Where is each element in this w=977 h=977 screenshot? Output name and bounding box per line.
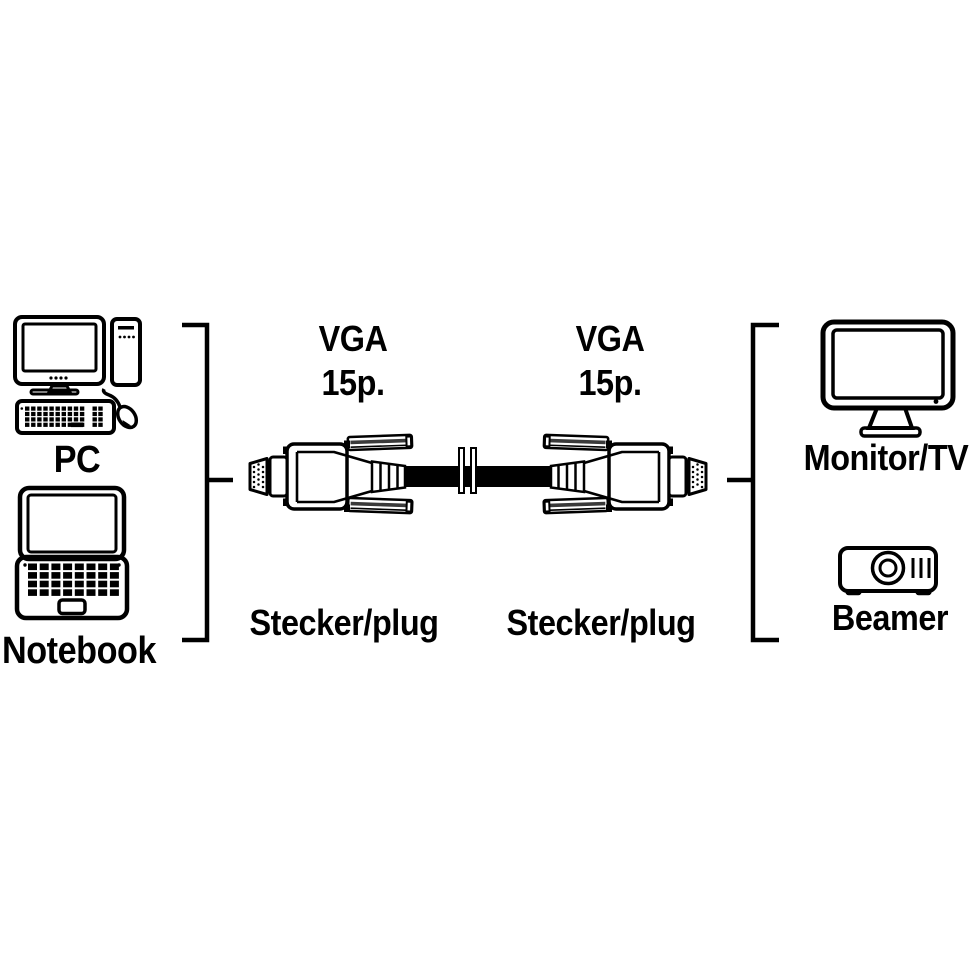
bracket-right-icon <box>727 322 779 643</box>
cable-line <box>400 466 556 487</box>
pc-icon <box>13 315 142 435</box>
pc-mouse-icon <box>101 388 139 430</box>
vga-pins-right: 15p. <box>578 362 642 403</box>
vga-type-right: VGA <box>575 318 645 359</box>
vga-connector-right <box>541 433 708 515</box>
beamer-icon <box>838 546 938 596</box>
bracket-left-icon <box>182 322 233 643</box>
vga-pins-left: 15p. <box>321 362 385 403</box>
plug-label-right: Stecker/plug <box>506 602 696 643</box>
plug-label-left: Stecker/plug <box>249 602 439 643</box>
notebook-icon <box>14 485 130 621</box>
cable-break-icon <box>458 447 477 494</box>
beamer-label: Beamer <box>831 597 949 638</box>
vga-cable <box>248 433 708 515</box>
monitor-tv-icon <box>820 319 956 438</box>
pc-tower-icon <box>110 317 142 387</box>
monitor-tv-label: Monitor/TV <box>803 437 969 478</box>
vga-connector-left <box>248 433 415 515</box>
vga-type-left: VGA <box>318 318 388 359</box>
vga-label-right: VGA 15p. <box>576 317 645 405</box>
notebook-label: Notebook <box>1 630 157 672</box>
pc-keyboard-icon <box>15 399 116 435</box>
pc-monitor-icon <box>13 315 106 396</box>
pc-label: PC <box>53 439 101 481</box>
vga-label-left: VGA 15p. <box>319 317 388 405</box>
